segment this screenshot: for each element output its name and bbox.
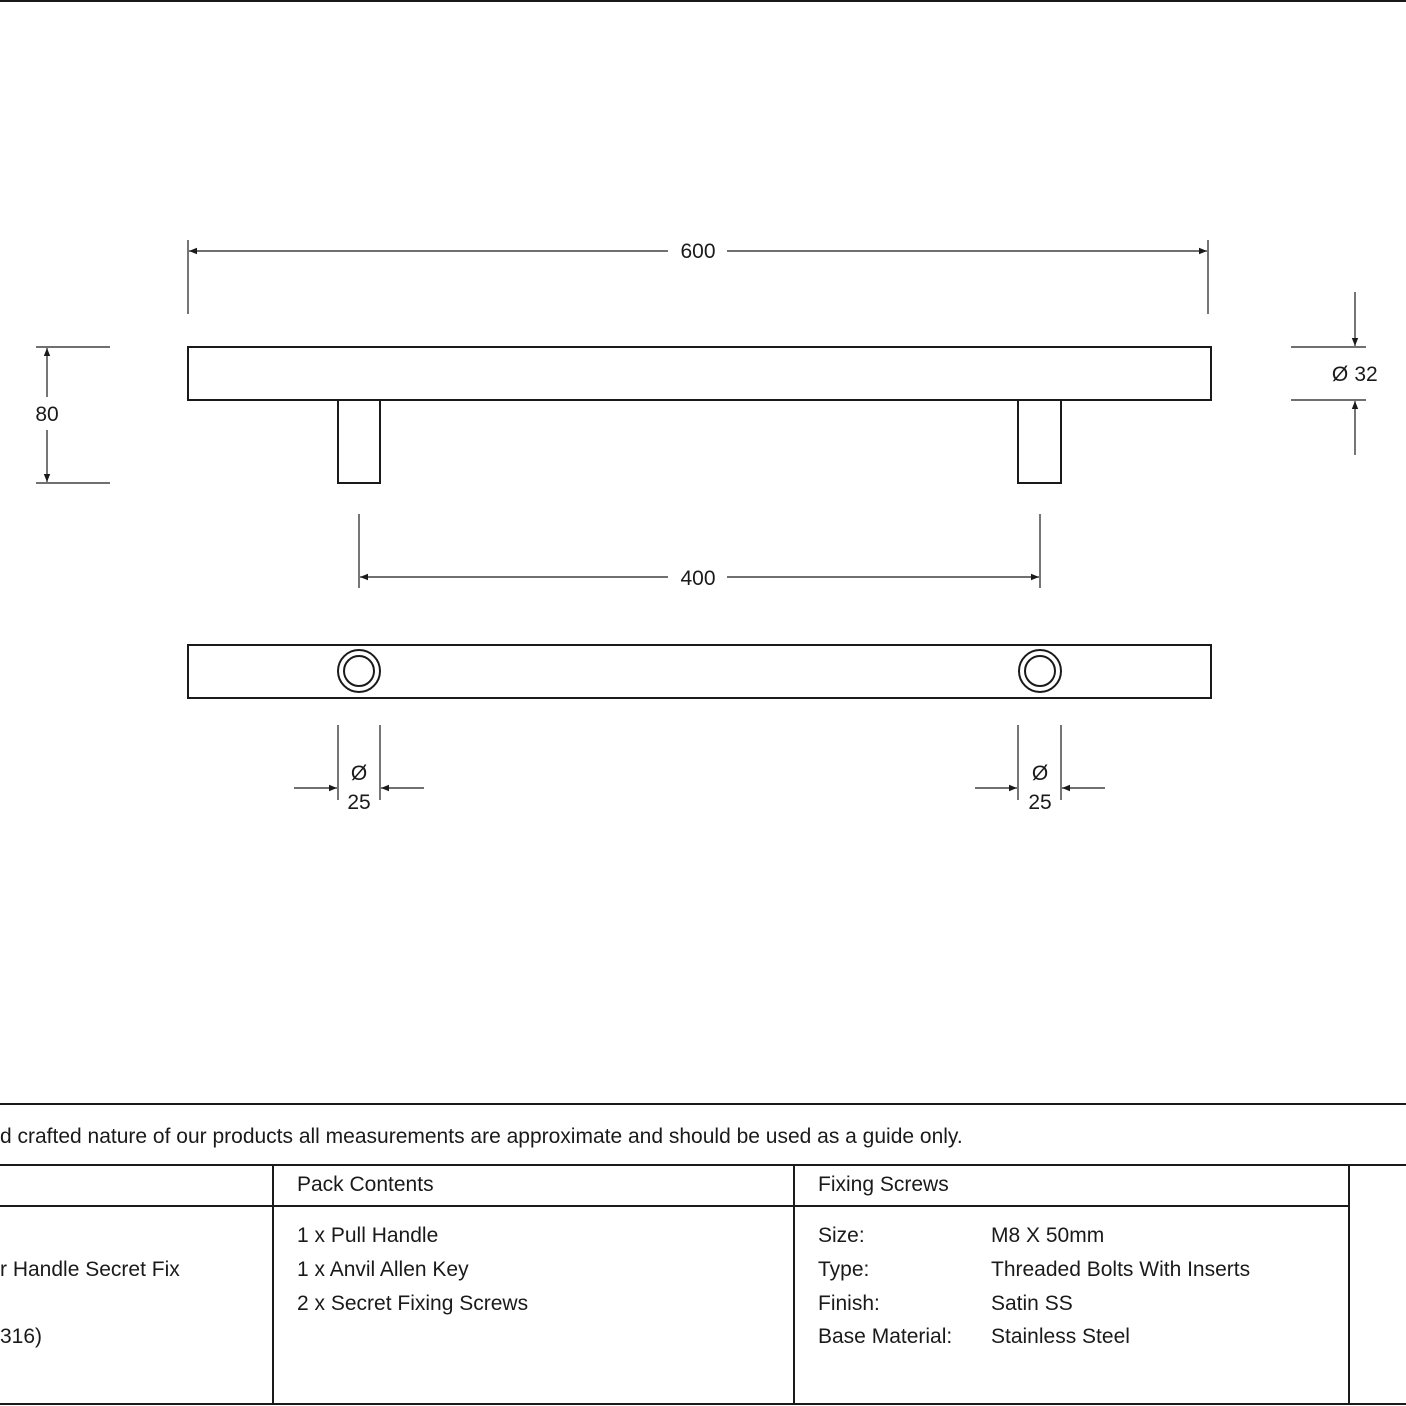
leg-right-diameter-label: 25 [1028, 791, 1051, 814]
length-label: 600 [680, 240, 715, 263]
screw-size-label: Size: [818, 1224, 865, 1247]
leg-inner-circle-left [343, 655, 375, 687]
height-label: 80 [35, 403, 58, 426]
pack-item: 1 x Pull Handle [297, 1224, 439, 1247]
measurement-disclaimer: d crafted nature of our products all mea… [0, 1125, 963, 1148]
screw-finish-value: Satin SS [991, 1292, 1073, 1315]
screw-size-value: M8 X 50mm [991, 1224, 1105, 1247]
screw-material-label: Base Material: [818, 1325, 953, 1348]
pack-item: 1 x Anvil Allen Key [297, 1258, 469, 1281]
screw-material-value: Stainless Steel [991, 1325, 1130, 1348]
leg-left-diameter-label: 25 [347, 791, 370, 814]
screw-type-value: Threaded Bolts With Inserts [991, 1258, 1251, 1281]
leg-right-diameter-symbol: Ø [1032, 762, 1048, 785]
leg-inner-circle-right [1024, 655, 1056, 687]
centers-label: 400 [680, 567, 715, 590]
bar-diameter-label: 32 [1354, 363, 1377, 386]
pack-item: 2 x Secret Fixing Screws [297, 1292, 529, 1315]
screw-type-label: Type: [818, 1258, 870, 1281]
handle-bar-plan-view [187, 644, 1212, 699]
handle-leg-left [337, 399, 381, 484]
product-name: r Handle Secret Fix [0, 1258, 180, 1281]
fixing-screws-header: Fixing Screws [818, 1173, 949, 1196]
leg-outer-circle-right [1018, 649, 1062, 693]
leg-left-diameter-symbol: Ø [351, 762, 367, 785]
screw-finish-label: Finish: [818, 1292, 880, 1315]
leg-outer-circle-left [337, 649, 381, 693]
handle-bar-side-view [187, 346, 1212, 401]
bar-diameter-symbol: Ø [1332, 363, 1348, 386]
product-grade: 316) [0, 1325, 43, 1348]
pack-contents-header: Pack Contents [297, 1173, 434, 1196]
handle-leg-right [1017, 399, 1062, 484]
